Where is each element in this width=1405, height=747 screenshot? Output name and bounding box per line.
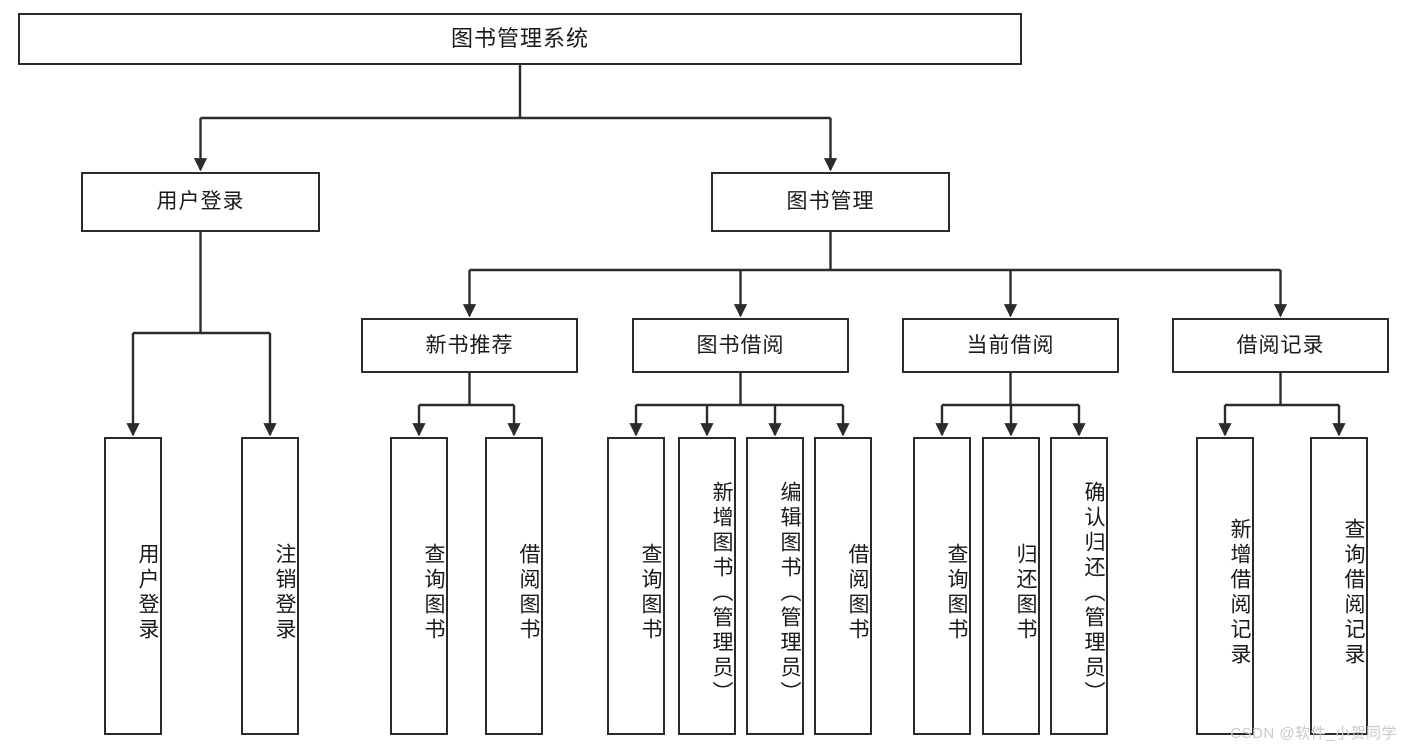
node-label: 查询图书	[639, 543, 662, 643]
node-box-l2_3[interactable]: 借阅记录	[1172, 318, 1389, 373]
node-box-leaf_b1[interactable]: 借阅图书	[485, 437, 543, 735]
node-box-leaf_d0[interactable]: 查询图书	[913, 437, 971, 735]
node-label: 借阅图书	[517, 543, 540, 643]
node-box-root[interactable]: 图书管理系统	[18, 13, 1022, 65]
node-label: 查询图书	[945, 543, 968, 643]
node-box-leaf_e1[interactable]: 查询借阅记录	[1310, 437, 1368, 735]
node-label: 查询图书	[422, 543, 445, 643]
watermark-label: CSDN @软件_小贺同学	[1230, 725, 1397, 742]
node-box-leaf_c0[interactable]: 查询图书	[607, 437, 665, 735]
node-label: 归还图书	[1014, 543, 1037, 643]
node-box-leaf_b0[interactable]: 查询图书	[390, 437, 448, 735]
node-box-leaf_e0[interactable]: 新增借阅记录	[1196, 437, 1254, 735]
node-label: 当前借阅	[966, 333, 1055, 357]
node-label: 注销登录	[273, 543, 296, 643]
node-box-leaf_a1[interactable]: 注销登录	[241, 437, 299, 735]
node-box-l2_2[interactable]: 当前借阅	[902, 318, 1119, 373]
node-label: 用户登录	[156, 190, 245, 214]
node-box-l2_0[interactable]: 新书推荐	[361, 318, 578, 373]
node-box-l1_0[interactable]: 用户登录	[81, 172, 320, 232]
node-box-l2_1[interactable]: 图书借阅	[632, 318, 849, 373]
node-label: 新增图书（管理员）	[710, 480, 733, 706]
node-label: 图书借阅	[696, 333, 785, 357]
node-label: 借阅记录	[1236, 333, 1325, 357]
node-label: 编辑图书（管理员）	[778, 480, 801, 706]
node-label: 用户登录	[136, 543, 159, 643]
node-label: 新增借阅记录	[1228, 518, 1251, 668]
node-label: 新书推荐	[425, 333, 514, 357]
node-label: 借阅图书	[846, 543, 869, 643]
node-box-leaf_c3[interactable]: 借阅图书	[814, 437, 872, 735]
node-box-leaf_a0[interactable]: 用户登录	[104, 437, 162, 735]
node-label: 查询借阅记录	[1342, 518, 1365, 668]
node-label: 图书管理	[786, 190, 875, 214]
node-label: 图书管理系统	[450, 25, 589, 51]
node-box-l1_1[interactable]: 图书管理	[711, 172, 950, 232]
node-box-leaf_d1[interactable]: 归还图书	[982, 437, 1040, 735]
node-label: 确认归还（管理员）	[1082, 480, 1105, 706]
node-box-leaf_c1[interactable]: 新增图书（管理员）	[678, 437, 736, 735]
node-box-leaf_c2[interactable]: 编辑图书（管理员）	[746, 437, 804, 735]
node-box-leaf_d2[interactable]: 确认归还（管理员）	[1050, 437, 1108, 735]
